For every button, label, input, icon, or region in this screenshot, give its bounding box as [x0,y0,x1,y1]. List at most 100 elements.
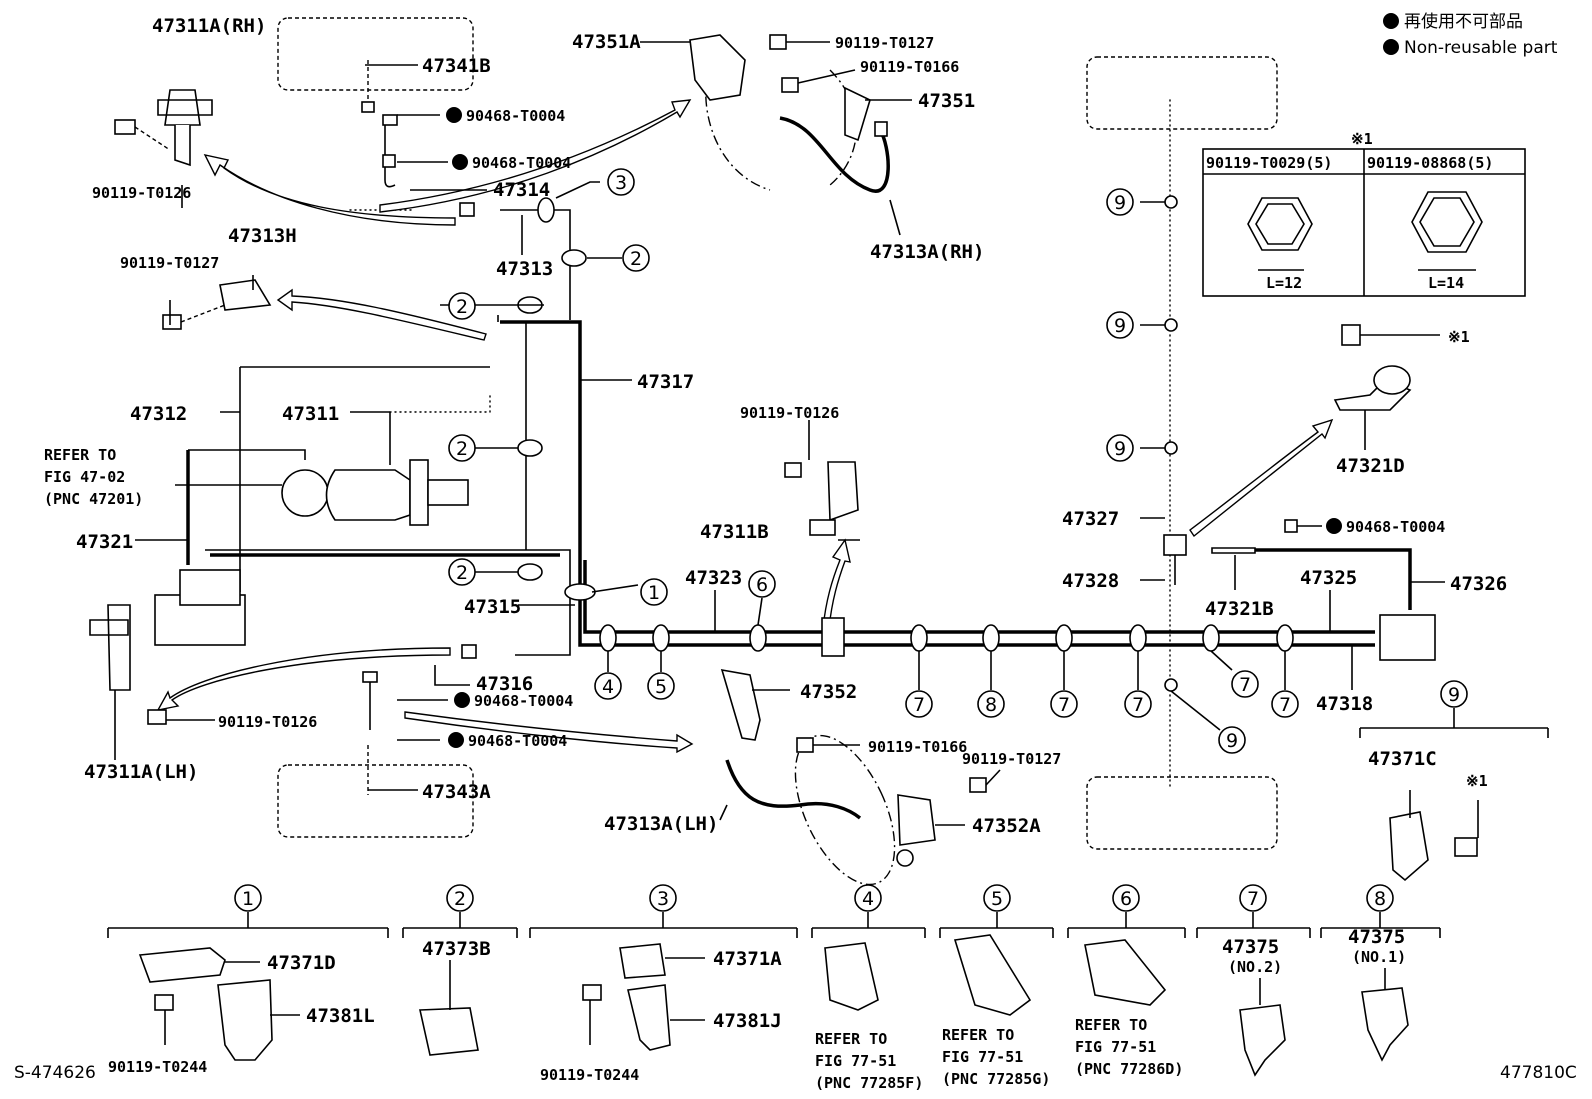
svg-text:3: 3 [657,888,669,910]
bolt-icon [1341,324,1361,346]
label-90468-e: 90468-T0004 [1346,518,1445,536]
bolt-icon [969,777,987,793]
svg-text:2: 2 [630,248,642,270]
bolt-icon [796,737,814,753]
label-47321D: 47321D [1336,455,1405,477]
d7-sub: (NO.2) [1228,958,1282,976]
svg-text:8: 8 [985,694,997,716]
svg-text:9: 9 [1114,315,1126,337]
label-47311B: 47311B [700,521,769,543]
hose-47314 [384,120,396,188]
bolt-spec-box: 90119-T0029(5) 90119-08868(5) ※1 L=12 L=… [1202,130,1526,297]
part-labels: 47311A(RH) 47341B 90468-T0004 90468-T000… [44,15,1507,837]
detail-circle-bottom [794,734,896,886]
label-47352: 47352 [800,681,857,703]
svg-text:7: 7 [1058,694,1070,716]
d4-l1: REFER TO [815,1030,887,1048]
label-90119-T0127-b: 90119-T0127 [835,34,934,52]
d4-l2: FIG 77-51 [815,1052,896,1070]
label-47313A-lh: 47313A(LH) [604,813,718,835]
sheet-code: S-474626 [14,1063,96,1083]
non-reusable-mark-icon [446,107,462,123]
flex-hose-lh [725,759,862,820]
bracket-47352 [720,668,761,741]
label-47316: 47316 [476,673,533,695]
legend: 再使用不可部品 Non-reusable part [1383,11,1558,58]
non-reusable-mark-icon [448,732,464,748]
detail-circle-top [705,39,858,191]
legend-en: Non-reusable part [1404,38,1558,58]
label-47311A-lh: 47311A(LH) [84,761,198,783]
label-47326: 47326 [1450,573,1507,595]
tee-47327 [1163,534,1187,556]
label-90468-d: 90468-T0004 [468,732,567,750]
d5-l1: REFER TO [942,1026,1014,1044]
hex-bolt-icon [1411,191,1483,253]
non-reusable-mark-icon [1326,518,1342,534]
svg-text:9: 9 [1114,438,1126,460]
label-47323: 47323 [685,567,742,589]
svg-text:2: 2 [456,438,468,460]
d1-label-90119: 90119-T0244 [108,1058,207,1076]
svg-text:7: 7 [1239,674,1251,696]
bolt-icon [147,709,167,725]
bracket-47381J [627,984,671,1051]
d3-label-47371A: 47371A [713,948,782,970]
label-47352A: 47352A [972,815,1041,837]
assembly-arrows [156,99,1334,754]
union-47313H [219,279,272,311]
label-90468-c: 90468-T0004 [474,692,573,710]
reference-box-right-bottom [1086,776,1278,850]
svg-text:9: 9 [1114,192,1126,214]
svg-text:4: 4 [602,676,614,698]
label-47343A: 47343A [422,781,491,803]
svg-text:2: 2 [456,562,468,584]
label-47321: 47321 [76,531,133,553]
reference-box-bottom [277,764,474,838]
clip-47375-no2 [1239,1004,1286,1077]
svg-text:7: 7 [1247,888,1259,910]
label-90468-a: 90468-T0004 [466,107,565,125]
d3-label-47381J: 47381J [713,1010,782,1032]
label-47311: 47311 [282,403,339,425]
ref-mark-c: ※1 [1466,772,1488,790]
label-47311A-rh: 47311A(RH) [152,15,266,37]
clip-47375-no1 [1361,987,1409,1062]
refer-fig-47-02-l2: FIG 47-02 [44,468,125,486]
label-47317: 47317 [637,371,694,393]
label-47313H: 47313H [228,225,297,247]
label-47325: 47325 [1300,567,1357,589]
svg-text:7: 7 [913,694,925,716]
d2-label-47373B: 47373B [422,938,491,960]
label-47327: 47327 [1062,508,1119,530]
bracket-47311B [827,461,859,522]
pipe-network [186,99,1412,791]
label-47351: 47351 [918,90,975,112]
box-ref-mark: ※1 [1351,130,1373,148]
bolt-icon [769,34,787,50]
svg-text:4: 4 [862,888,874,910]
bolt-icon [162,314,182,330]
callouts-main: 3 2 2 2 2 1 4 5 6 7 8 7 7 7 7 9 9 9 9 9 [448,168,1468,754]
svg-text:5: 5 [655,676,667,698]
d1-label-47381L: 47381L [306,1005,375,1027]
svg-text:1: 1 [242,888,254,910]
reference-box-top [277,17,474,91]
d1-label-47371D: 47371D [267,952,336,974]
bracket-47352A [897,794,936,846]
refer-fig-47-02-l3: (PNC 47201) [44,490,143,508]
clamp-47371A [619,943,666,979]
label-47351A: 47351A [572,31,641,53]
reference-box-right-top [1086,56,1278,130]
d6-l1: REFER TO [1075,1016,1147,1034]
len-14: L=14 [1428,274,1464,292]
svg-text:8: 8 [1374,888,1386,910]
valve-47311A-rh [157,89,213,126]
bolt-icon [114,119,136,135]
label-47315: 47315 [464,596,521,618]
label-47321B: 47321B [1205,598,1274,620]
clamp-77285F [824,942,879,1011]
svg-text:6: 6 [1120,888,1132,910]
clamp-47371D [138,947,226,983]
len-12: L=12 [1266,274,1302,292]
